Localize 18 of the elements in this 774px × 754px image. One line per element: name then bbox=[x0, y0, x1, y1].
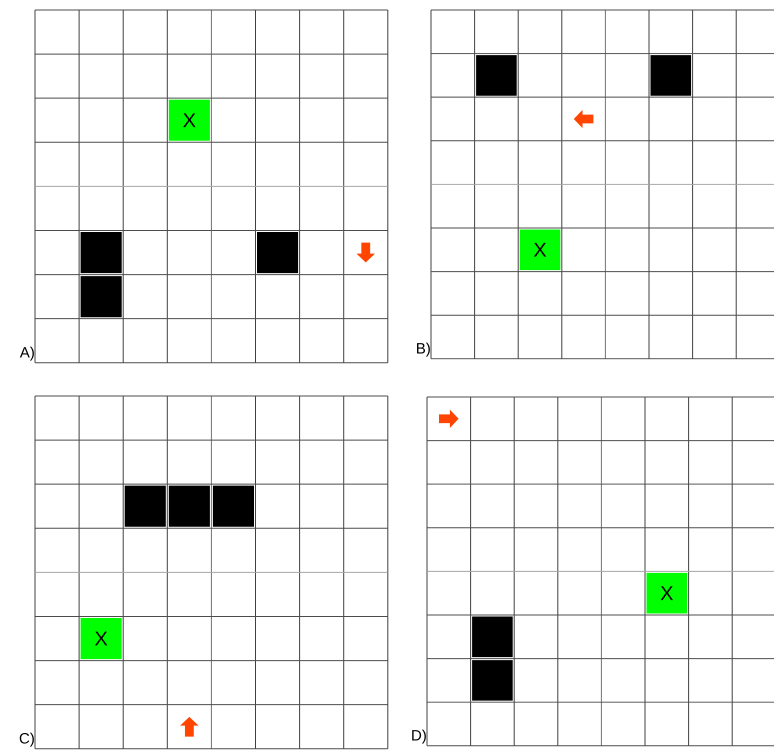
blocked-cell bbox=[476, 55, 517, 96]
blocked-cell bbox=[212, 486, 254, 527]
target-cell: X bbox=[168, 100, 210, 141]
target-cell: X bbox=[646, 572, 688, 614]
blocked-cell bbox=[257, 232, 298, 274]
blocked-cell bbox=[472, 616, 513, 658]
panel-label: A) bbox=[20, 346, 34, 361]
panel-label: D) bbox=[412, 730, 426, 744]
blocked-cell bbox=[124, 486, 166, 527]
blocked-cell bbox=[80, 232, 122, 274]
blocked-cell bbox=[650, 55, 692, 96]
panel-label: C) bbox=[20, 732, 34, 747]
blocked-cell bbox=[80, 276, 122, 318]
target-cell: X bbox=[520, 229, 560, 270]
target-cell: X bbox=[80, 618, 122, 660]
blocked-cell bbox=[472, 660, 513, 701]
blocked-cell bbox=[168, 486, 210, 527]
panel-label: B) bbox=[417, 342, 430, 357]
